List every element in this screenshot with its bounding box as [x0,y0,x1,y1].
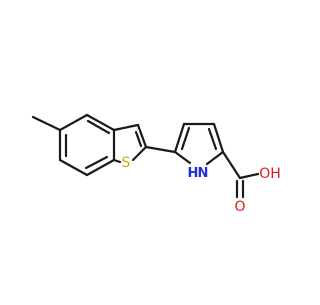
structure-canvas: S H N O OH [31,113,281,215]
bond-benzene-1 [58,113,89,132]
atom-nh-h-label: H [188,166,199,181]
atom-oxygen-hydroxyl-label: OH [259,166,281,182]
bond-thiophene-1 [112,123,140,132]
bond-benzene-inner-3 [84,155,109,170]
bond-benzene-inner-1 [86,119,111,135]
bond-methyl [31,115,62,132]
atom-nh-n-label: N [198,166,209,181]
bond-pyrrole-3 [212,122,225,154]
bond-benzene-4 [85,158,116,177]
atom-oxygen-carbonyl-label: O [234,199,245,215]
bond-pyrrole-1 [173,122,186,154]
bond-thiophene-2 [136,123,148,149]
bond-pyrrole-4 [205,150,225,166]
molecule-structure: S H N O OH [31,113,281,215]
bond-pyrrole-5 [173,150,192,165]
bond-thiophene-3 [131,145,148,162]
bond-carboxyl-oh [238,172,260,180]
bond-link [144,145,177,154]
bonds [31,113,260,199]
bond-carboxyl-c [221,150,242,180]
bond-thiophene-inner [134,130,143,148]
bond-thiophene-4 [112,158,122,164]
bond-pyrrole-inner-1 [180,126,191,151]
bond-benzene-2 [85,113,116,132]
bond-benzene-5 [58,158,89,177]
atom-sulfur-label: S [122,155,131,171]
bond-pyrrole-inner-2 [207,127,218,151]
